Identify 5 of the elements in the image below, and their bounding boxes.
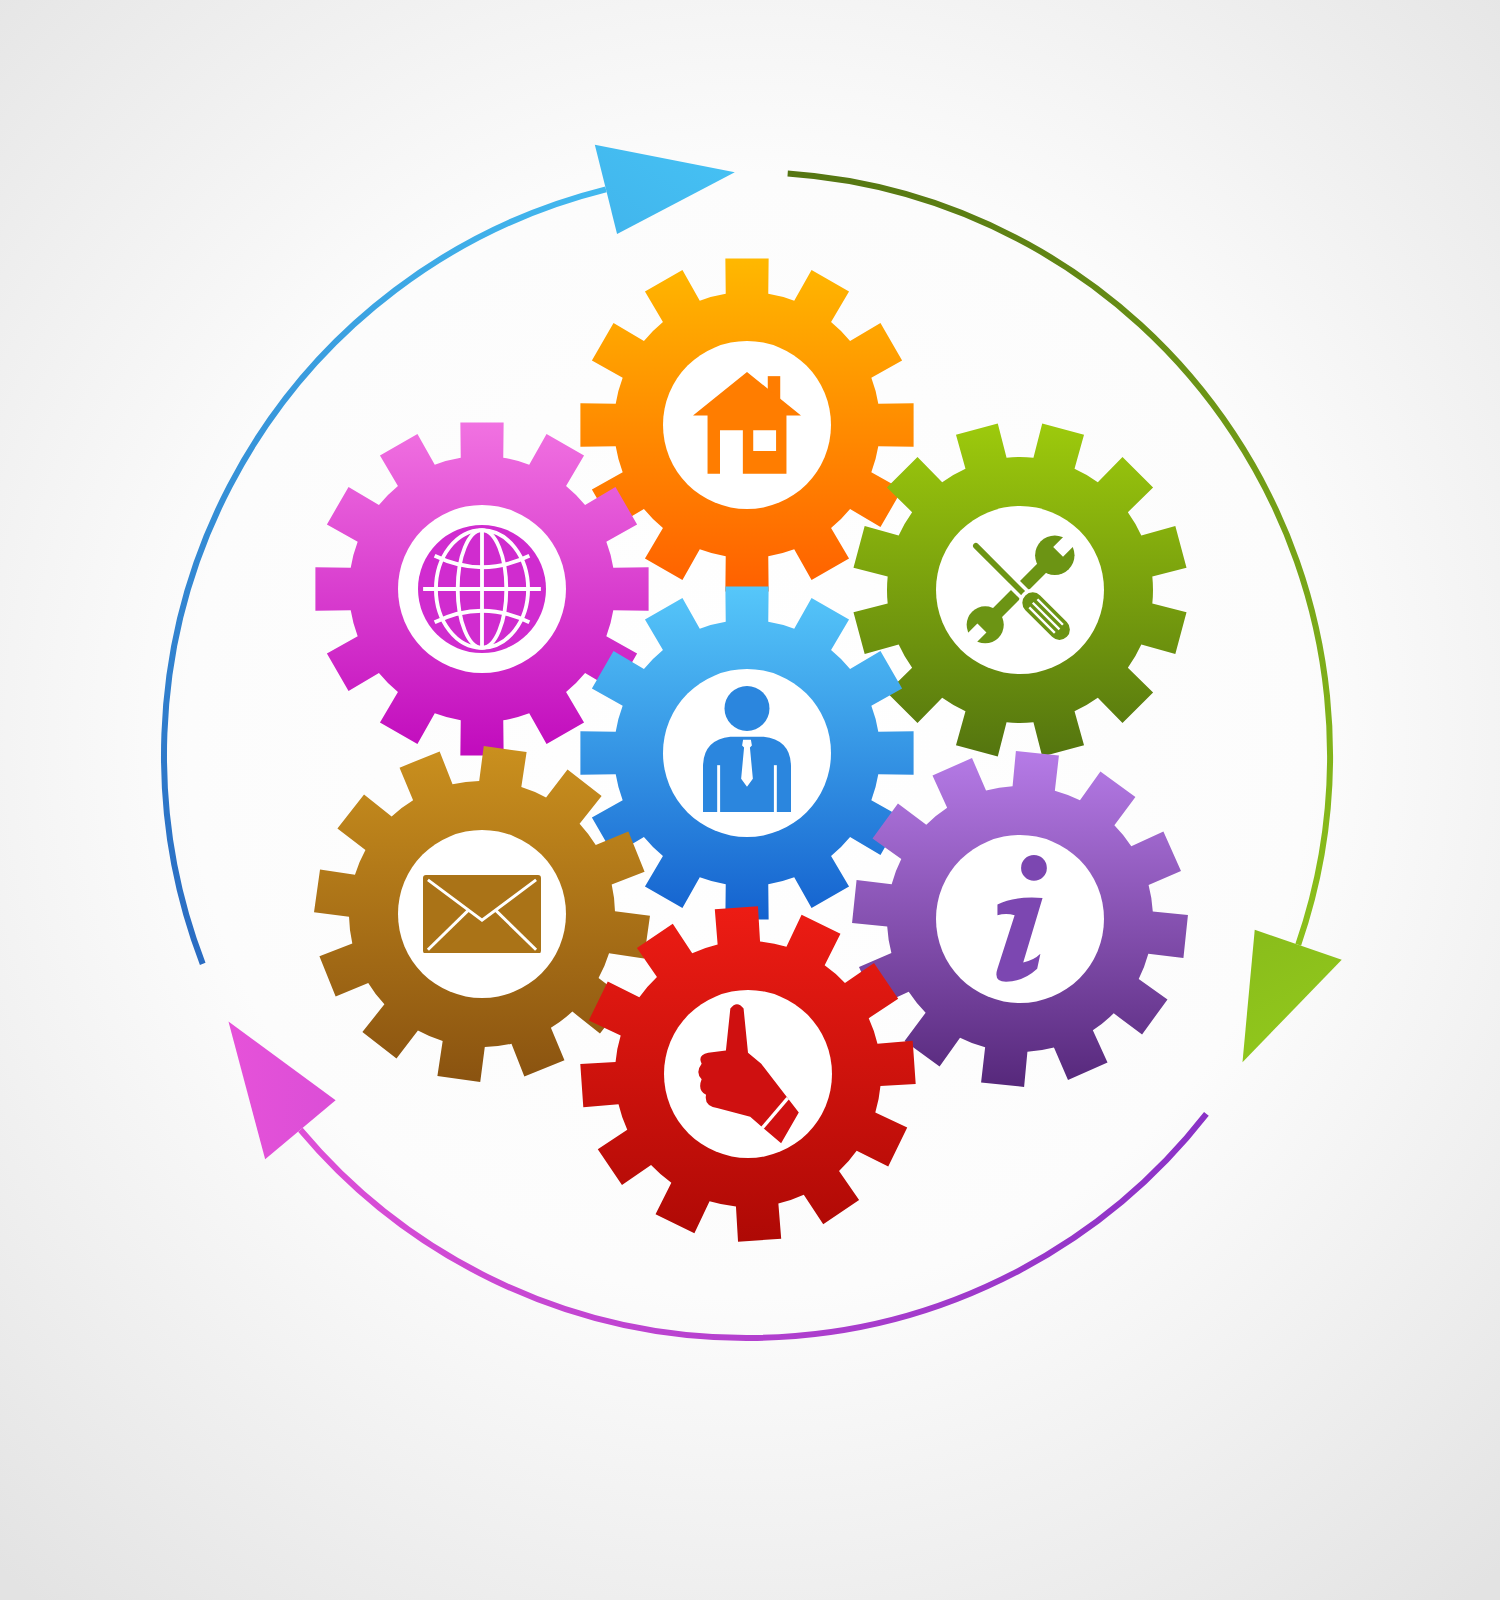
- gear: [852, 751, 1188, 1087]
- gear: [314, 421, 650, 757]
- gear: [852, 422, 1188, 758]
- gear: [580, 906, 916, 1242]
- gear: [314, 746, 650, 1082]
